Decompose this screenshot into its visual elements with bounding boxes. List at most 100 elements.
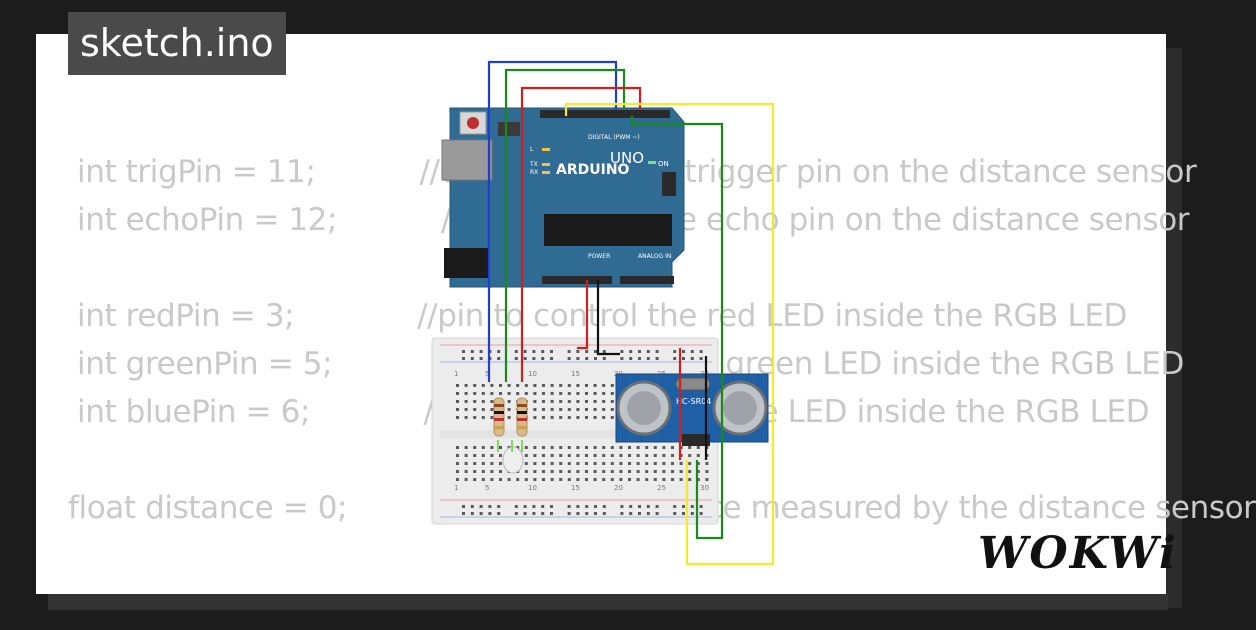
- breadboard-rail-hole: [629, 357, 633, 360]
- breadboard-rail-hole: [532, 357, 536, 360]
- breadboard-hole: [671, 462, 674, 465]
- breadboard-hole: [533, 384, 537, 387]
- breadboard-rail-hole: [602, 357, 606, 360]
- breadboard-rail-hole: [523, 512, 527, 515]
- breadboard-rail-hole: [497, 350, 501, 353]
- breadboard-rail-hole: [594, 505, 597, 508]
- breadboard-hole: [653, 470, 657, 473]
- l-led: [542, 148, 550, 151]
- breadboard-hole: [456, 416, 459, 419]
- breadboard-rail-hole: [655, 350, 659, 353]
- breadboard-hole: [456, 478, 459, 481]
- wokwi-logo[interactable]: WOKWi: [978, 528, 1178, 579]
- breadboard-hole: [602, 462, 606, 465]
- wire-green-1: [504, 68, 626, 382]
- breadboard-hole: [619, 446, 623, 449]
- power-label: POWER: [588, 253, 610, 260]
- breadboard-rail-hole: [576, 350, 580, 353]
- breadboard-hole: [602, 470, 606, 473]
- breadboard-rail-hole: [673, 357, 677, 360]
- hc-sr04-sensor[interactable]: HC-SR04: [615, 373, 769, 446]
- breadboard-hole: [464, 400, 468, 403]
- breadboard-hole: [593, 470, 597, 473]
- breadboard-hole: [619, 462, 623, 465]
- breadboard-hole: [602, 400, 606, 403]
- breadboard-hole: [524, 392, 528, 395]
- breadboard-rail-hole: [699, 357, 703, 360]
- breadboard-hole: [653, 446, 657, 449]
- breadboard-hole: [456, 392, 459, 395]
- breadboard-rail-hole: [514, 512, 518, 515]
- breadboard-rail-hole: [488, 505, 492, 508]
- breadboard-hole: [464, 446, 468, 449]
- breadboard-hole: [593, 416, 597, 419]
- breadboard-rail-hole: [488, 512, 492, 515]
- breadboard-hole: [490, 478, 494, 481]
- breadboard-hole: [585, 462, 588, 465]
- breadboard-hole: [490, 392, 494, 395]
- breadboard-hole: [507, 400, 511, 403]
- breadboard-hole: [464, 392, 468, 395]
- breadboard-hole: [524, 462, 528, 465]
- breadboard-rail-hole: [541, 512, 545, 515]
- breadboard-hole: [636, 446, 640, 449]
- breadboard-hole: [490, 470, 494, 473]
- breadboard-rail-hole: [567, 505, 571, 508]
- breadboard-hole: [559, 408, 563, 411]
- breadboard-hole: [576, 384, 580, 387]
- breadboard-hole: [481, 446, 485, 449]
- bb-col-5-bottom: 5: [485, 484, 489, 492]
- rgb-led[interactable]: [497, 440, 524, 474]
- sketch-title-tab[interactable]: sketch.ino: [68, 12, 286, 75]
- breadboard-hole: [671, 478, 674, 481]
- analog-header: [620, 276, 674, 284]
- breadboard-hole: [542, 400, 545, 403]
- usb-connector: [441, 139, 493, 181]
- breadboard-hole: [559, 470, 563, 473]
- breadboard-hole: [473, 454, 477, 457]
- breadboard-hole: [516, 478, 520, 481]
- breadboard-rail-hole: [673, 505, 677, 508]
- breadboard-hole: [473, 392, 477, 395]
- arduino-uno-board[interactable]: ARDUINO UNO DIGITAL (PWM ~) POWER ANALOG…: [441, 107, 685, 288]
- breadboard-hole: [610, 416, 614, 419]
- breadboard-hole: [602, 384, 606, 387]
- breadboard-hole: [550, 446, 554, 449]
- breadboard-hole: [696, 478, 700, 481]
- breadboard-hole: [533, 446, 537, 449]
- breadboard-hole: [533, 392, 537, 395]
- breadboard-rail-hole: [532, 350, 536, 353]
- breadboard-hole: [550, 470, 554, 473]
- breadboard-hole: [499, 454, 502, 457]
- breadboard-rail-hole: [523, 350, 527, 353]
- right-shade: [1166, 48, 1182, 608]
- breadboard-rail-hole: [585, 505, 589, 508]
- resistor-1[interactable]: [493, 397, 505, 437]
- on-led: [648, 161, 656, 164]
- breadboard-hole: [610, 392, 614, 395]
- breadboard-hole: [688, 446, 692, 449]
- breadboard-rail-hole: [682, 357, 685, 360]
- breadboard-hole: [464, 478, 468, 481]
- breadboard-rail-hole: [638, 505, 641, 508]
- breadboard-hole: [653, 462, 657, 465]
- bb-col-25-bottom: 25: [657, 484, 666, 492]
- breadboard-rail-hole: [646, 505, 650, 508]
- breadboard-hole: [585, 400, 588, 403]
- breadboard-hole: [576, 416, 580, 419]
- breadboard-rail-hole: [532, 505, 536, 508]
- breadboard-hole: [585, 446, 588, 449]
- wire-red-1: [520, 86, 642, 382]
- analog-label: ANALOG IN: [638, 253, 671, 260]
- power-jack: [444, 248, 488, 278]
- breadboard-rail-hole: [638, 512, 641, 515]
- breadboard-rail-hole: [497, 512, 501, 515]
- breadboard-hole: [576, 408, 580, 411]
- breadboard-hole: [559, 462, 563, 465]
- atmega-chip: [544, 214, 672, 246]
- breadboard-hole: [610, 454, 614, 457]
- breadboard-hole: [628, 478, 631, 481]
- breadboard-hole: [533, 454, 537, 457]
- resistor-2[interactable]: [516, 397, 528, 437]
- breadboard-rail-hole: [690, 357, 694, 360]
